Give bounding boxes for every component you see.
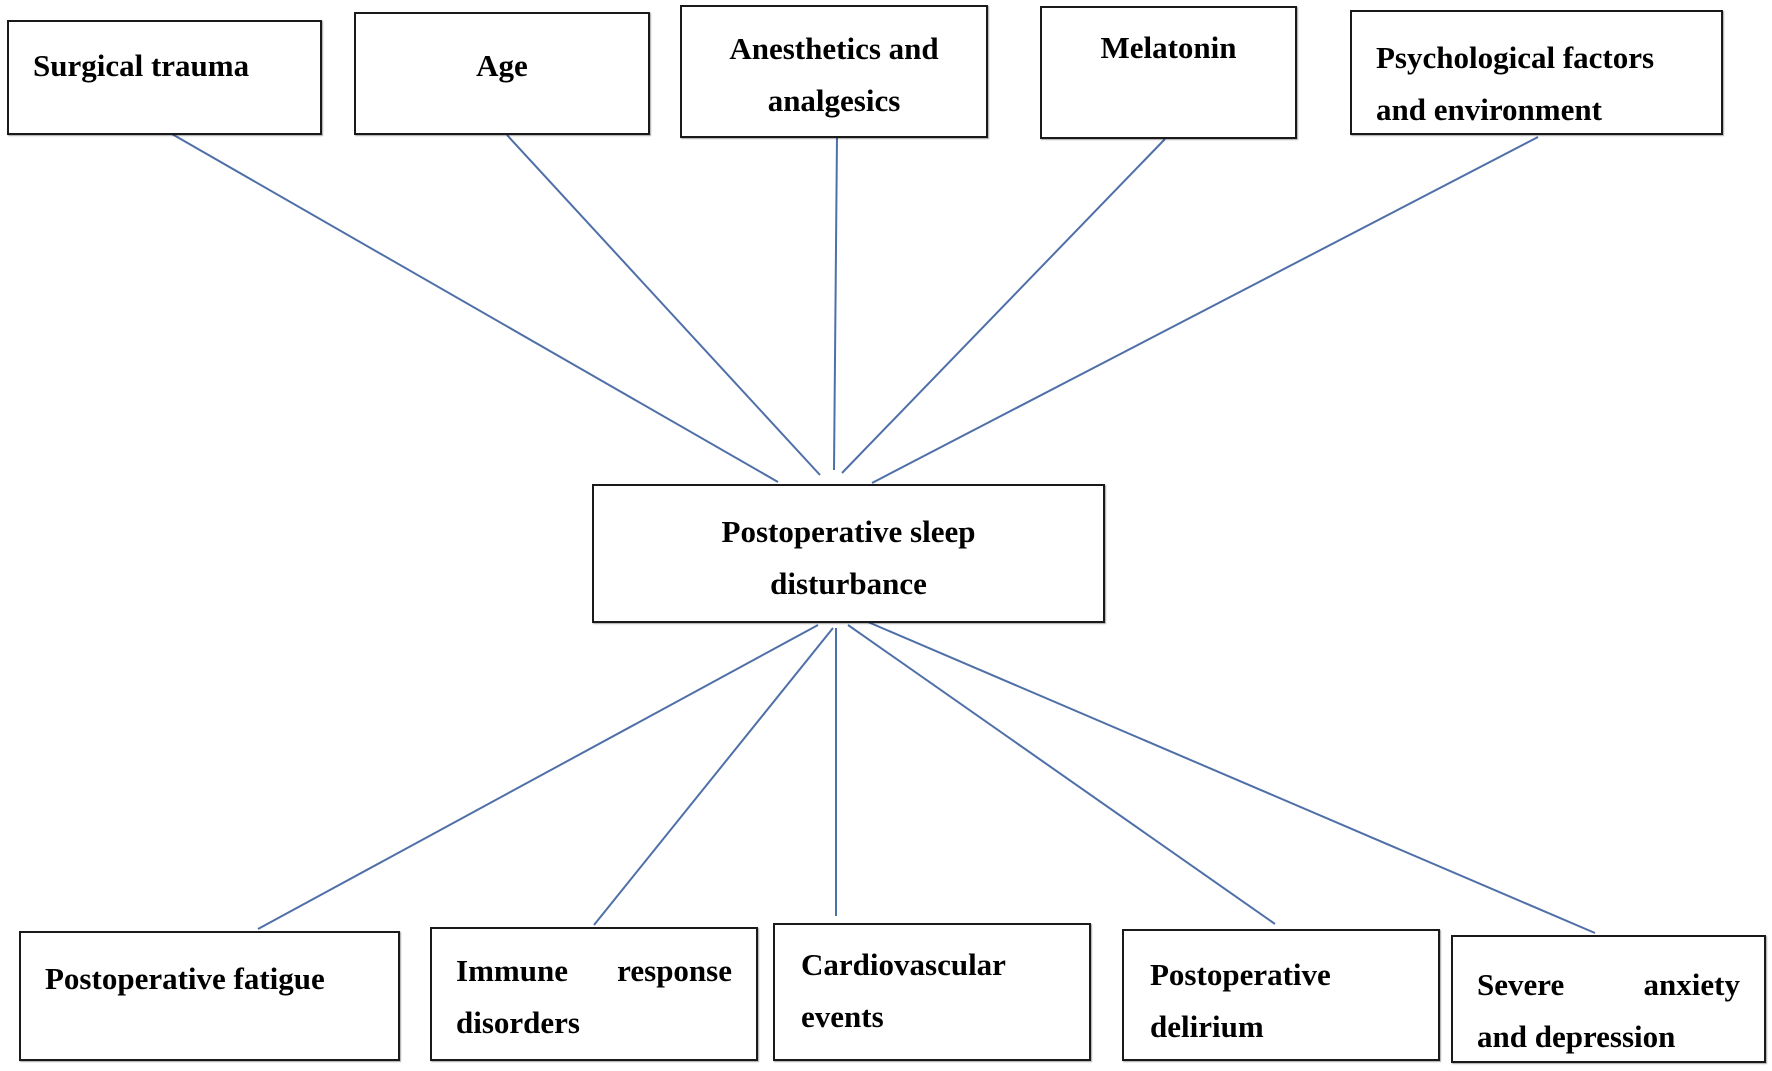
effect-label-line: Postoperative — [1150, 957, 1331, 992]
connector-severe-anxiety — [867, 621, 1596, 934]
effect-label-line: Cardiovascular — [801, 947, 1006, 982]
effect-label-line: disorders — [456, 1005, 580, 1040]
connector-melatonin — [841, 138, 1166, 474]
effect-box-cardiovascular-events: Cardiovascular events — [773, 923, 1091, 1061]
cause-label-line: Surgical trauma — [33, 48, 250, 83]
cause-box-age: Age — [354, 12, 650, 135]
effect-label-line: events — [801, 999, 884, 1034]
effect-label-line: delirium — [1150, 1009, 1264, 1044]
connector-postoperative-delirium — [847, 624, 1276, 925]
connector-postoperative-fatigue — [257, 624, 819, 930]
connector-anesthetics — [833, 136, 838, 471]
effect-box-severe-anxiety-and-depression: Severe anxiety and depression — [1451, 935, 1766, 1063]
effect-label-line: Severe anxiety — [1477, 967, 1740, 1002]
cause-label-line: Psychological factors — [1376, 40, 1655, 75]
connector-surgical-trauma — [164, 129, 779, 483]
effect-box-postoperative-fatigue: Postoperative fatigue — [19, 931, 400, 1061]
cause-label-line: and environment — [1376, 92, 1602, 127]
effect-label-line: and depression — [1477, 1019, 1676, 1054]
cause-box-melatonin: Melatonin — [1040, 6, 1297, 139]
connector-psychological — [871, 136, 1539, 484]
cause-label-line: Anesthetics and — [729, 31, 939, 66]
center-label-line: Postoperative sleep — [721, 514, 976, 549]
cause-box-anesthetics-and-analgesics: Anesthetics and analgesics — [680, 5, 988, 138]
cause-label-line: Age — [476, 48, 528, 83]
connector-immune-response — [593, 627, 834, 926]
cause-label-line: Melatonin — [1100, 30, 1237, 65]
effect-label-line: Postoperative fatigue — [45, 961, 325, 996]
cause-box-psychological-factors-and-environment: Psychological factors and environment — [1350, 10, 1723, 135]
effect-label-line: Immune response — [456, 953, 732, 988]
connector-age — [506, 134, 821, 476]
center-label-line: disturbance — [770, 566, 927, 601]
center-box-postoperative-sleep-disturbance: Postoperative sleep disturbance — [592, 484, 1105, 623]
cause-box-surgical-trauma: Surgical trauma — [7, 20, 322, 135]
effect-box-immune-response-disorders: Immune response disorders — [430, 927, 758, 1061]
effect-box-postoperative-delirium: Postoperative delirium — [1122, 929, 1440, 1061]
cause-label-line: analgesics — [767, 83, 901, 118]
